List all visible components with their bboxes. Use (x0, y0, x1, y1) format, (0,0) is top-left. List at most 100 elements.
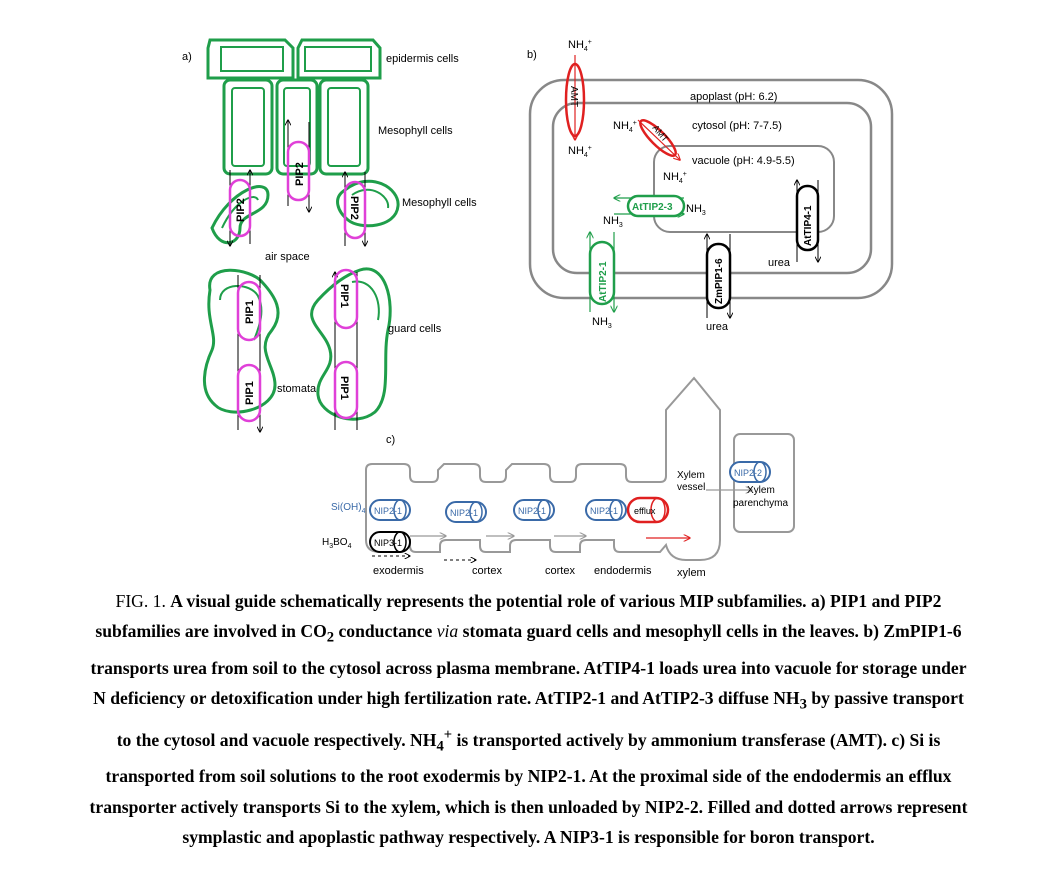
pip1-label-1: PIP1 (244, 300, 256, 324)
nip2-2-transporter: NIP2-2 (729, 461, 771, 483)
caption-line-1: FIG. 1. A visual guide schematically rep… (0, 586, 1057, 616)
caption-line-4b: by passive transport (806, 688, 964, 709)
caption-line-8-text: symplastic and apoplastic pathway respec… (182, 826, 875, 847)
stomata-label: stomata (277, 383, 317, 395)
xylem-vessel-label-1: Xylem (677, 470, 705, 481)
epidermis-label: epidermis cells (386, 53, 459, 65)
attip2-3-transporter: AtTIP2-3 (614, 196, 686, 216)
xylem-parenchyma-cell (733, 433, 795, 533)
efflux-label: efflux (634, 506, 656, 516)
cortex-label-1: cortex (472, 565, 502, 577)
panel-b: b) apoplast (pH: 6.2) cytosol (pH: 7-7.5… (527, 39, 894, 333)
pip1-guard-left: PIP1 PIP1 (236, 275, 260, 432)
amt-transporter: AMT (564, 55, 586, 140)
mesophyll-mid-label: Mesophyll cells (402, 197, 477, 209)
xylem-parenchyma-label-1: Xylem (747, 485, 775, 496)
amt-tonoplast-label: AMT (650, 123, 670, 144)
nh4-top-label: NH4+ (568, 39, 592, 53)
xylem-label: xylem (677, 567, 706, 579)
caption-line-5a: to the cytosol and vacuole respectively.… (116, 729, 437, 750)
caption-line-7-text: transporter actively transports Si to th… (89, 796, 968, 817)
panel-a-label: a) (182, 51, 192, 63)
figure-caption: FIG. 1. A visual guide schematically rep… (0, 586, 1057, 852)
pip1-label-3: PIP1 (338, 284, 350, 308)
caption-line-5b: is transported actively by ammonium tran… (452, 729, 941, 750)
caption-line-6-text: transported from soil solutions to the r… (105, 766, 952, 787)
mesophyll-top-label: Mesophyll cells (378, 125, 453, 137)
tonoplast (653, 145, 835, 233)
pip1-label-4: PIP1 (338, 376, 350, 400)
attip4-1-transporter: AtTIP4-1 (797, 180, 818, 262)
caption-line-8: symplastic and apoplastic pathway respec… (0, 822, 1057, 852)
panel-b-label: b) (527, 49, 537, 61)
nh4-vacuole-label: NH4+ (663, 171, 687, 185)
caption-line-2d: stomata guard cells and mesophyll cells … (458, 621, 962, 642)
si-label: Si(OH)4 (331, 502, 366, 515)
caption-line-2c: via (436, 621, 459, 642)
epidermis-cells (206, 38, 382, 80)
attip4-1-label: AtTIP4-1 (803, 205, 814, 246)
zmpip1-6-label: ZmPIP1-6 (714, 258, 725, 304)
attip2-1-label: AtTIP2-1 (598, 261, 609, 302)
figure-diagram: a) epidermis cells Mesophyll cells PIP2 (182, 38, 894, 579)
nh4-mid-label: NH4+ (613, 120, 637, 134)
nh4-cytosol-label: NH4+ (568, 145, 592, 159)
nip2-1-endodermis: NIP2-1 (585, 499, 627, 521)
pip2-right-label: PIP2 (348, 196, 360, 220)
pip1-guard-right: PIP1 PIP1 (335, 268, 359, 430)
urea-soil-label: urea (706, 321, 729, 333)
pip2-top: PIP2 (288, 120, 309, 212)
caption-fig-label: FIG. 1. (115, 591, 166, 611)
attip2-3-label: AtTIP2-3 (632, 202, 673, 213)
caption-line-3: transports urea from soil to the cytosol… (0, 653, 1057, 683)
panel-a: a) epidermis cells Mesophyll cells PIP2 (182, 38, 477, 432)
mesophyll-cells (222, 78, 370, 176)
panel-c: c) Si(OH)4 H3BO4 NIP2-1 NIP3-1 NIP2-1 NI (322, 376, 795, 579)
air-space-label: air space (265, 251, 310, 263)
caption-line-5: to the cytosol and vacuole respectively.… (116, 726, 941, 755)
guard-cells (202, 267, 392, 421)
cytosol-label: cytosol (pH: 7-7.5) (692, 120, 782, 132)
pip1-label-2: PIP1 (244, 381, 256, 405)
nip2-1-label-4: NIP2-1 (590, 506, 618, 516)
caption-line-7: transporter actively transports Si to th… (0, 792, 1057, 822)
apoplastic-arrows (372, 556, 476, 560)
cortex-label-2: cortex (545, 565, 575, 577)
xylem-parenchyma-label-2: parenchyma (733, 498, 788, 509)
caption-line-4: N deficiency or detoxification under hig… (93, 688, 964, 713)
caption-line-1-text: A visual guide schematically represents … (170, 591, 942, 611)
nip2-1-label-1: NIP2-1 (374, 506, 402, 516)
vacuole-label: vacuole (pH: 4.9-5.5) (692, 155, 795, 167)
root-cell-chain (365, 376, 721, 561)
caption-line-3-text: transports urea from soil to the cytosol… (90, 657, 967, 678)
panel-c-label: c) (386, 434, 395, 446)
pip2-left: PIP2 (230, 170, 250, 246)
pip2-label: PIP2 (294, 162, 306, 186)
nip2-1-exodermis: NIP2-1 (369, 499, 411, 521)
amt-tonoplast: AMT (637, 119, 680, 160)
xylem-vessel-label-2: vessel (677, 482, 705, 493)
nip2-1-label-2: NIP2-1 (450, 508, 478, 518)
guard-cells-label: guard cells (388, 323, 442, 335)
nh3-cytosol-label: NH3 (603, 215, 623, 229)
nip3-1-transporter: NIP3-1 (369, 531, 411, 553)
endodermis-label: endodermis (594, 565, 652, 577)
nip2-1-cortex-2: NIP2-1 (513, 499, 555, 521)
pip2-right: PIP2 (345, 172, 365, 246)
caption-line-6: transported from soil solutions to the r… (0, 761, 1057, 791)
nip2-1-cortex-1: NIP2-1 (445, 501, 487, 523)
efflux-transporter: efflux (626, 496, 670, 524)
attip2-1-transporter: AtTIP2-1 (590, 232, 614, 312)
exodermis-label: exodermis (373, 565, 424, 577)
caption-line-2b: conductance (334, 621, 437, 642)
caption-line-2a: subfamilies are involved in CO (95, 621, 327, 642)
apoplast-label: apoplast (pH: 6.2) (690, 91, 777, 103)
caption-line-2: subfamilies are involved in CO2 conducta… (95, 621, 962, 646)
nh3-vacuole-label: NH3 (686, 203, 706, 217)
urea-vacuole-label: urea (768, 257, 791, 269)
caption-line-4a: N deficiency or detoxification under hig… (93, 688, 800, 709)
nip2-2-label: NIP2-2 (734, 468, 762, 478)
nip3-1-label: NIP3-1 (374, 538, 402, 548)
amt-label: AMT (568, 86, 579, 107)
